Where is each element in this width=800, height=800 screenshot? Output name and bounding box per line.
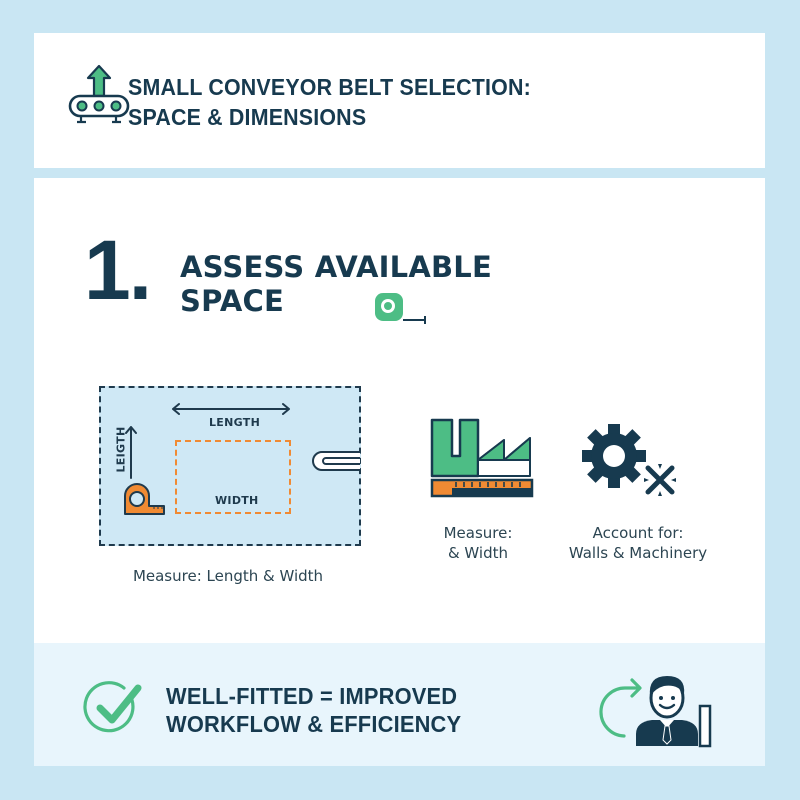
page-title-line1: SMALL CONVEYOR BELT SELECTION: [128, 74, 531, 100]
length-label: LENGTH [209, 416, 261, 429]
page-title: SMALL CONVEYOR BELT SELECTION: SPACE & D… [128, 72, 531, 132]
factory-caption: Measure: & Width [418, 523, 538, 563]
worker-refresh-icon [599, 676, 712, 748]
factory-ruler-icon [430, 418, 534, 498]
step-title-line2: SPACE [180, 284, 285, 318]
machinery-caption-line1: Account for: [592, 524, 684, 542]
footer-title: WELL-FITTED = IMPROVED WORKFLOW & EFFICI… [166, 682, 461, 738]
factory-caption-line1: Measure: [443, 524, 513, 542]
length-arrow-icon [172, 403, 290, 415]
conveyor-footprint-outline [175, 440, 291, 514]
door-handle-icon [312, 451, 360, 471]
gear-tools-icon [582, 424, 677, 497]
vertical-arrow-icon [125, 426, 137, 479]
machinery-caption-line2: Walls & Machinery [568, 544, 708, 562]
footer-title-line2: WORKFLOW & EFFICIENCY [166, 711, 462, 737]
conveyor-belt-upload-icon [68, 64, 130, 124]
step-title: ASSESS AVAILABLE SPACE [180, 250, 492, 318]
page-title-line2: SPACE & DIMENSIONS [128, 104, 367, 130]
header-card [34, 33, 765, 168]
step-title-line1: ASSESS AVAILABLE [180, 250, 492, 284]
diagram-caption: Measure: Length & Width [132, 567, 324, 585]
width-label: WIDTH [215, 494, 259, 507]
footer-title-line1: WELL-FITTED = IMPROVED [166, 683, 458, 709]
step-number: 1. [84, 223, 152, 317]
tape-measure-orange-icon [124, 483, 165, 515]
factory-caption-line2: & Width [447, 544, 509, 562]
machinery-caption: Account for: Walls & Machinery [548, 523, 728, 563]
checkmark-circle-icon [83, 681, 142, 733]
tape-measure-icon [375, 293, 426, 324]
